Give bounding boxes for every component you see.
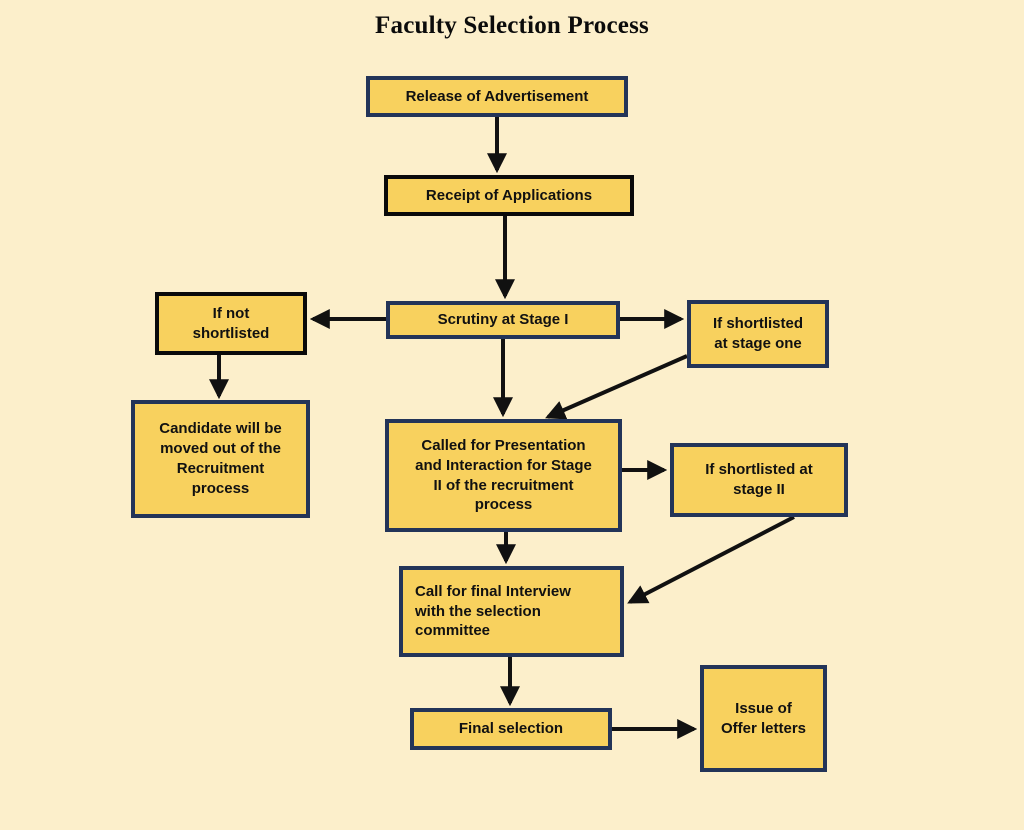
- node-receipt-of-applications[interactable]: Receipt of Applications: [384, 175, 634, 216]
- node-release-of-advertisement[interactable]: Release of Advertisement: [366, 76, 628, 117]
- node-label: If shortlisted at stage II: [705, 461, 813, 498]
- node-if-shortlisted-at-stage-one[interactable]: If shortlisted at stage one: [687, 300, 829, 368]
- node-label: If shortlisted at stage one: [712, 315, 803, 352]
- node-if-shortlisted-at-stage-ii[interactable]: If shortlisted at stage II: [670, 443, 848, 517]
- node-called-for-presentation[interactable]: Called for Presentation and Interaction …: [385, 419, 622, 532]
- node-label: If not shortlisted: [192, 304, 270, 342]
- node-label: Issue of Offer letters: [720, 699, 807, 737]
- page-title: Faculty Selection Process: [375, 12, 649, 39]
- node-label: Called for Presentation and Interaction …: [415, 436, 592, 514]
- node-candidate-moved-out[interactable]: Candidate will be moved out of the Recru…: [131, 400, 310, 518]
- node-label: Call for final Interview with the select…: [415, 582, 571, 640]
- node-label: Final selection: [458, 720, 564, 738]
- node-label: Candidate will be moved out of the Recru…: [159, 420, 282, 497]
- edge-if-shortlisted-two-to-final-interview: [627, 515, 795, 604]
- node-scrutiny-at-stage-i[interactable]: Scrutiny at Stage I: [386, 301, 620, 339]
- node-call-for-final-interview[interactable]: Call for final Interview with the select…: [399, 566, 624, 657]
- node-issue-of-offer-letters[interactable]: Issue of Offer letters: [700, 665, 827, 772]
- node-final-selection[interactable]: Final selection: [410, 708, 612, 750]
- node-label: Receipt of Applications: [425, 186, 593, 204]
- node-label: Scrutiny at Stage I: [437, 311, 569, 329]
- edge-if-shortlisted-one-to-called: [545, 354, 688, 420]
- node-label: Release of Advertisement: [405, 87, 589, 105]
- node-if-not-shortlisted[interactable]: If not shortlisted: [155, 292, 307, 355]
